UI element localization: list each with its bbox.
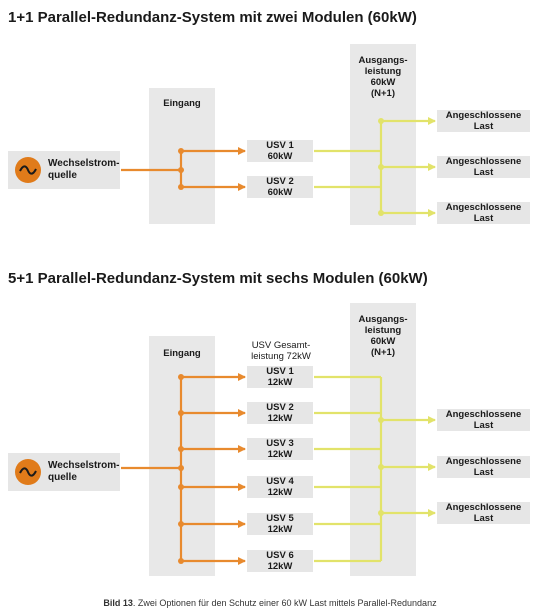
total-capacity-label: USV Gesamt- leistung 72kW xyxy=(251,340,311,362)
output-panel-2 xyxy=(350,303,416,576)
output-label: Ausgangs- leistung 60kW (N+1) xyxy=(358,55,408,99)
diagram2-title: 5+1 Parallel-Redundanz-System mit sechs … xyxy=(8,270,428,287)
output-label-2: Ausgangs- leistung 60kW (N+1) xyxy=(358,314,408,358)
output-panel xyxy=(350,44,416,225)
output-wires-2 xyxy=(314,375,436,563)
diagram1-title: 1+1 Parallel-Redundanz-System mit zwei M… xyxy=(8,9,417,26)
ac-source-label: Wechselstrom- quelle xyxy=(48,158,120,181)
ac-source-icon xyxy=(15,157,41,183)
ac-source-icon xyxy=(15,459,41,485)
ac-source: Wechselstrom- quelle xyxy=(8,151,120,189)
figure-caption: Bild 13. Zwei Optionen für den Schutz ei… xyxy=(103,598,437,608)
input-label-2: Eingang xyxy=(163,348,201,359)
output-wires-1 xyxy=(314,117,436,217)
ac-source-2: Wechselstrom- quelle xyxy=(8,453,120,491)
input-label: Eingang xyxy=(163,98,201,109)
ac-source-label: Wechselstrom- quelle xyxy=(48,460,120,483)
